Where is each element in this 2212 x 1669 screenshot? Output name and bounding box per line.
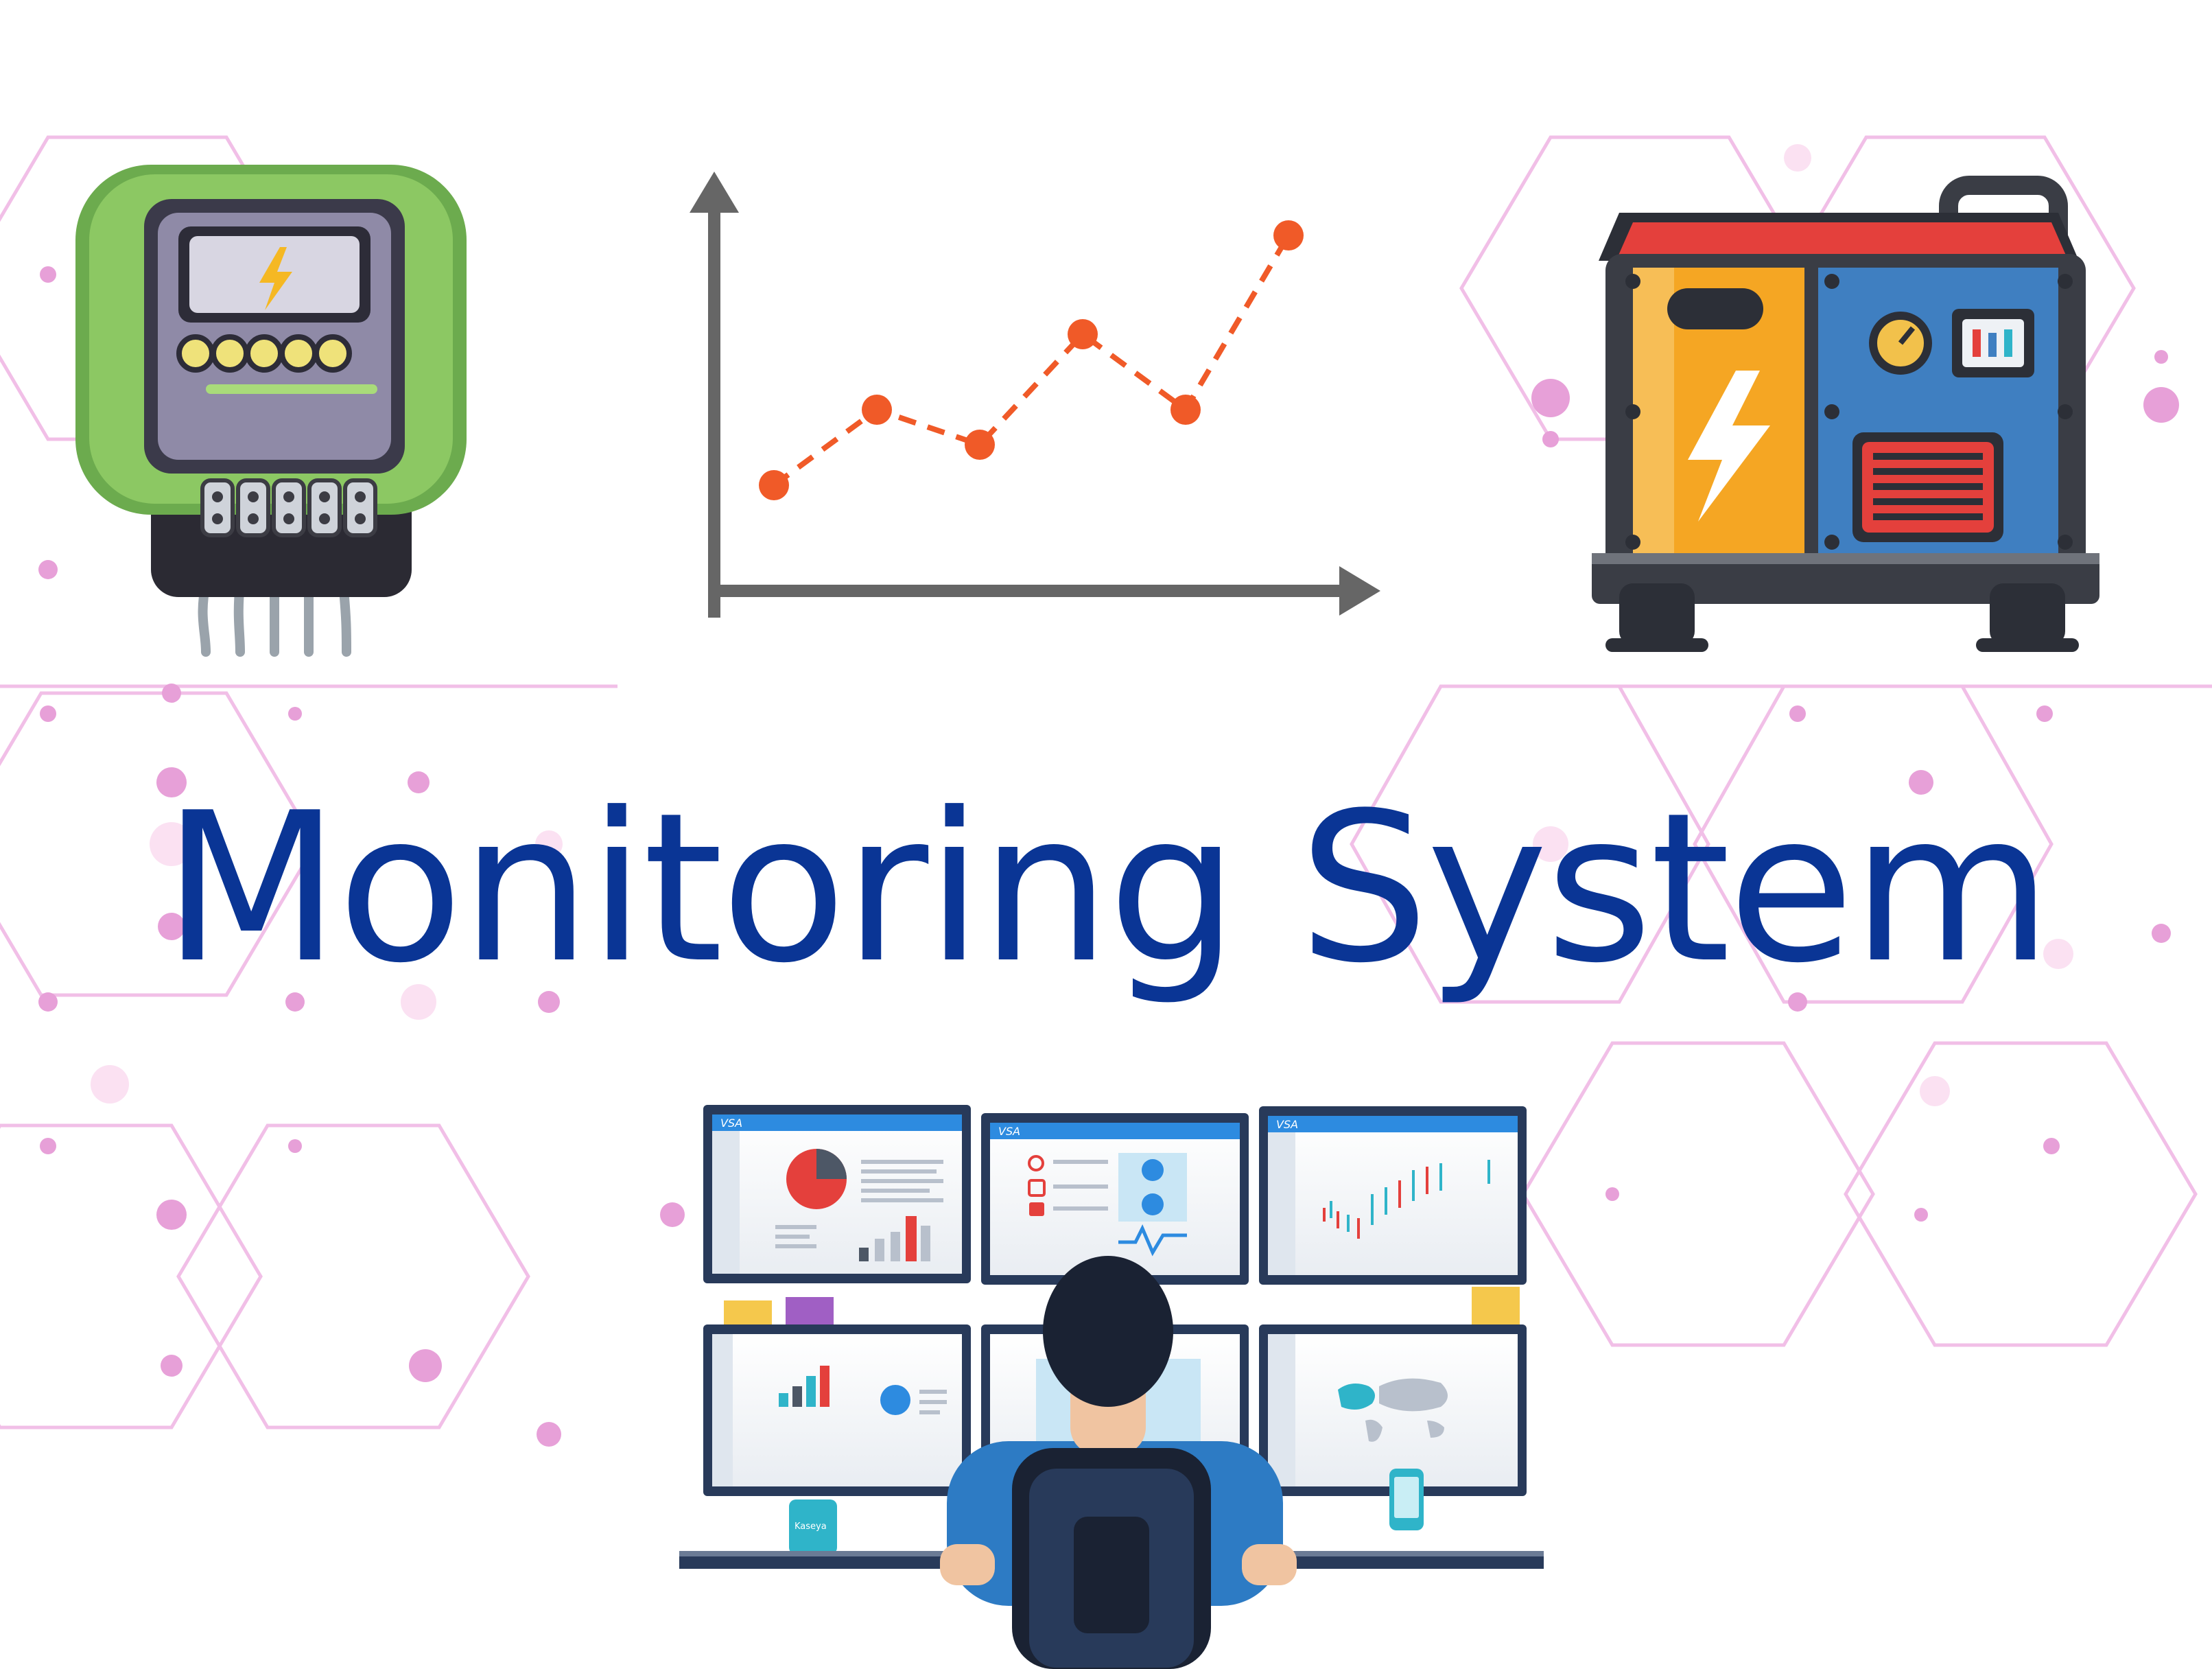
power-generator-icon (1592, 176, 2099, 652)
generator-base (1592, 556, 2099, 604)
monitor-bottom-right (1259, 1324, 1527, 1496)
trend-point (759, 470, 789, 500)
operator-at-monitors-illustration: VSA VSA VSA (679, 1105, 1544, 1669)
trend-point (965, 430, 995, 460)
meter-bolt-icon (259, 247, 292, 310)
monitor-top-left: VSA (703, 1105, 971, 1283)
monitor-logo: VSA (1276, 1118, 1298, 1131)
monitor-bottom-left (703, 1324, 971, 1496)
sticky-note (1472, 1287, 1520, 1328)
operator-hand (940, 1544, 995, 1585)
trend-point (1068, 319, 1098, 349)
meter-terminals (200, 478, 377, 537)
generator-bolt-icon (1688, 371, 1770, 522)
trend-points (759, 220, 1304, 500)
page-title: Monitoring System (162, 769, 2052, 1008)
monitor-top-right: VSA (1259, 1106, 1527, 1285)
mug-logo: Kaseya (795, 1521, 827, 1532)
monitor-logo: VSA (998, 1125, 1020, 1138)
monitor-top-center: VSA (981, 1113, 1249, 1285)
trend-point (862, 395, 892, 425)
mug-icon (789, 1499, 837, 1554)
meter-indicator-lights (176, 334, 352, 373)
chart-axes (690, 172, 1380, 618)
trend-line (772, 233, 1291, 488)
generator-wheel-left (1619, 583, 1695, 645)
trend-point (1273, 220, 1304, 250)
operator-hand (1242, 1544, 1297, 1585)
generator-wheel-right (1990, 583, 2065, 645)
electric-meter-icon (75, 165, 467, 657)
line-chart-icon (690, 172, 1380, 618)
monitor-logo: VSA (720, 1117, 742, 1130)
office-chair (1012, 1448, 1211, 1669)
trend-point (1170, 395, 1201, 425)
